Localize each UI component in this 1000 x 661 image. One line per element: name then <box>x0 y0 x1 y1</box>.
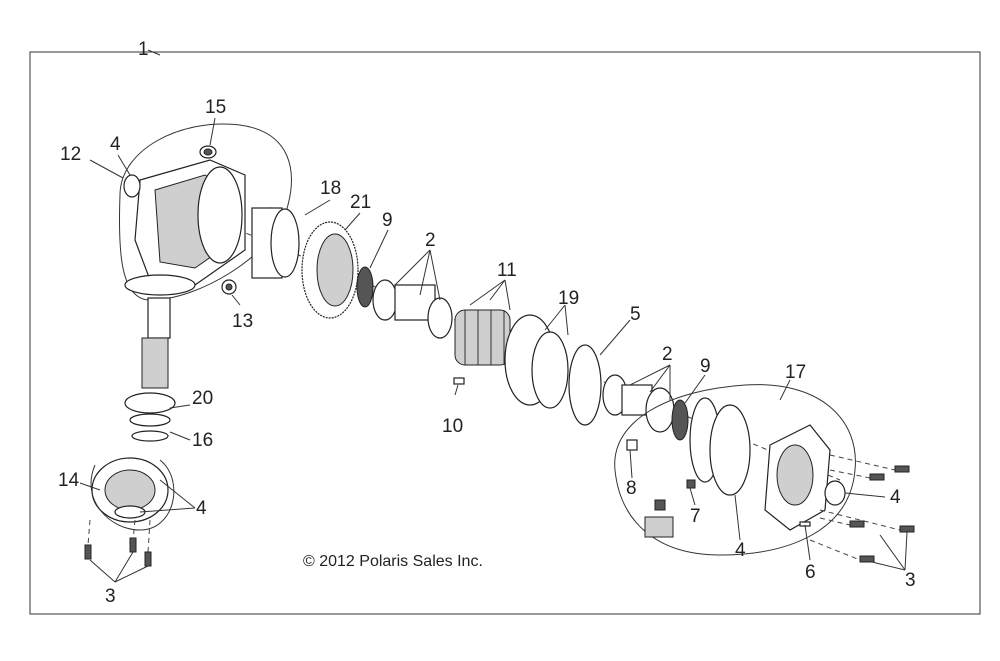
armature-plate <box>504 314 569 409</box>
pin <box>453 377 465 385</box>
callout-14: 14 <box>58 470 80 491</box>
copyright-notice: © 2012 Polaris Sales Inc. <box>303 553 483 570</box>
callout-1: 1 <box>138 39 149 60</box>
callout-18: 18 <box>320 178 341 199</box>
callout-10: 10 <box>442 416 463 437</box>
diagram-frame <box>29 51 981 615</box>
callout-3: 3 <box>905 570 916 591</box>
callout-15: 15 <box>205 97 226 118</box>
bearing-assembly-right <box>602 374 675 433</box>
bearing-cup <box>251 207 300 279</box>
callout-4: 4 <box>890 487 901 508</box>
callout-16: 16 <box>192 430 213 451</box>
callout-20: 20 <box>192 388 213 409</box>
callout-4: 4 <box>196 498 207 519</box>
callout-4: 4 <box>735 540 746 561</box>
callout-21: 21 <box>350 192 371 213</box>
ring-gear <box>301 221 359 319</box>
callout-19: 19 <box>558 288 579 309</box>
callout-labels: 1 12 4 15 18 21 9 2 11 19 5 2 9 17 13 10… <box>58 39 916 607</box>
callout-4: 4 <box>110 134 121 155</box>
callout-6: 6 <box>805 562 816 583</box>
callout-9: 9 <box>700 356 711 377</box>
callout-7: 7 <box>690 506 701 527</box>
callout-2: 2 <box>662 344 673 365</box>
seal-left <box>356 266 374 308</box>
callout-5: 5 <box>630 304 641 325</box>
roller-cage <box>454 309 511 366</box>
bearing-assembly-left <box>372 279 453 339</box>
callout-13: 13 <box>232 311 253 332</box>
main-housing <box>118 123 292 301</box>
seal-right <box>671 399 689 441</box>
cover-assembly <box>614 384 856 556</box>
cover-bolts <box>809 454 915 563</box>
pinion-shaft <box>124 297 176 442</box>
callout-11: 11 <box>497 260 517 281</box>
leader-lines <box>79 49 908 583</box>
callout-8: 8 <box>626 478 637 499</box>
callout-2: 2 <box>425 230 436 251</box>
callout-12: 12 <box>60 144 81 165</box>
lower-cover <box>84 457 175 567</box>
callout-9: 9 <box>382 210 393 231</box>
friction-plate <box>568 344 602 426</box>
callout-3: 3 <box>105 586 116 607</box>
callout-17: 17 <box>785 362 806 383</box>
